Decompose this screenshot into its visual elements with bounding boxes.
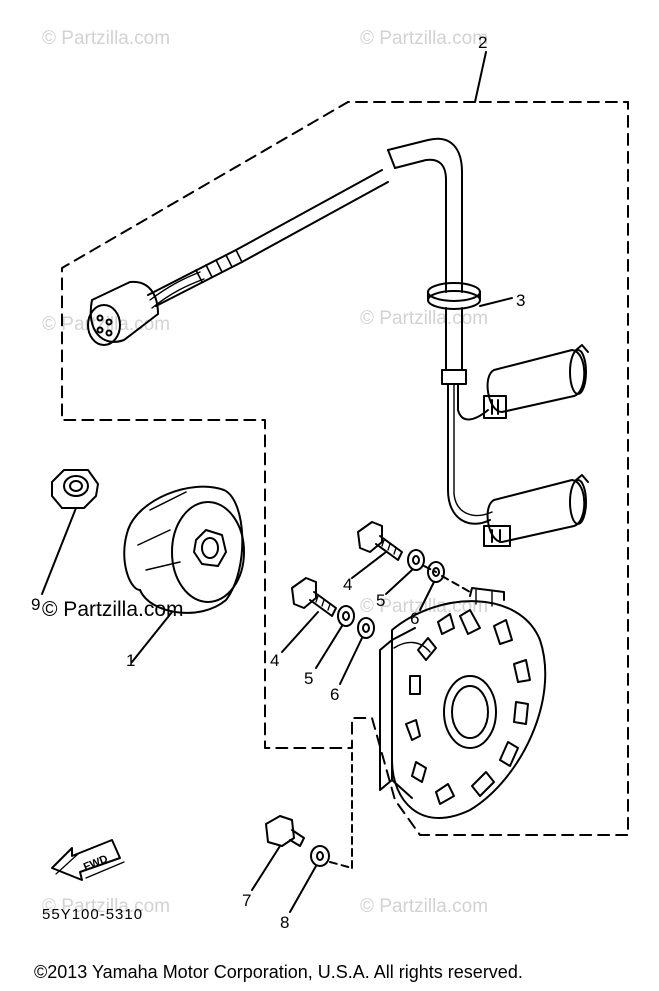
leader-line-4b bbox=[281, 611, 319, 653]
callout-6b: 6 bbox=[330, 685, 340, 704]
fwd-label: FWD bbox=[82, 853, 110, 874]
washer-lower-6 bbox=[357, 617, 375, 639]
ignition-coil-upper bbox=[483, 344, 589, 419]
ignition-coil-lower bbox=[483, 474, 589, 547]
copyright-notice: ©2013 Yamaha Motor Corporation, U.S.A. A… bbox=[34, 962, 523, 982]
cable-sleeve bbox=[387, 137, 463, 293]
leader-line-2 bbox=[474, 51, 487, 103]
screw-upper bbox=[357, 521, 403, 561]
leader-line-1 bbox=[131, 611, 173, 663]
leader-line-8 bbox=[289, 865, 317, 913]
diagram-part-code: 55Y100-5310 bbox=[42, 906, 144, 923]
callout-7: 7 bbox=[242, 891, 252, 910]
leader-line-5a bbox=[385, 569, 413, 595]
watermark-text: © Partzilla.com bbox=[42, 28, 171, 49]
flywheel-rotor bbox=[123, 485, 245, 614]
leader-line-9 bbox=[41, 507, 77, 595]
watermark-text: © Partzilla.com bbox=[42, 896, 171, 917]
leader-line-7 bbox=[251, 845, 281, 891]
callout-3: 3 bbox=[516, 291, 526, 310]
callout-1: 1 bbox=[126, 651, 136, 670]
assembly-boundary-dashed bbox=[61, 101, 629, 836]
watermark-text: © Partzilla.com bbox=[360, 896, 489, 917]
fwd-direction-arrow bbox=[51, 839, 125, 881]
leader-line-4a bbox=[351, 551, 387, 579]
leader-line-3 bbox=[479, 297, 513, 307]
watermark-text: © Partzilla.com bbox=[360, 28, 489, 49]
callout-2: 2 bbox=[478, 33, 488, 52]
leader-line-6b bbox=[339, 637, 363, 685]
screw-lower bbox=[291, 577, 337, 617]
hex-nut bbox=[51, 469, 99, 509]
washer-upper-6 bbox=[427, 561, 445, 583]
callout-8: 8 bbox=[280, 913, 290, 932]
callout-5a: 5 bbox=[376, 591, 386, 610]
wire-harness-cable bbox=[147, 169, 389, 309]
wire-connector bbox=[87, 280, 159, 346]
callout-5b: 5 bbox=[304, 669, 314, 688]
leader-line-5b bbox=[315, 625, 343, 669]
callout-4b: 4 bbox=[270, 651, 280, 670]
washer-upper-5 bbox=[407, 549, 425, 571]
callout-9: 9 bbox=[31, 595, 41, 614]
screw-item-7 bbox=[265, 815, 305, 847]
washer-item-8 bbox=[310, 845, 330, 867]
callout-6a: 6 bbox=[410, 609, 420, 628]
watermark-text-strong: © Partzilla.com bbox=[42, 598, 184, 621]
washer-lower-5 bbox=[337, 605, 355, 627]
leader-line-6a bbox=[419, 581, 435, 611]
callout-4a: 4 bbox=[343, 575, 353, 594]
watermark-text: © Partzilla.com bbox=[360, 308, 489, 329]
stator-base-plate bbox=[379, 587, 547, 819]
grommet bbox=[427, 282, 481, 310]
